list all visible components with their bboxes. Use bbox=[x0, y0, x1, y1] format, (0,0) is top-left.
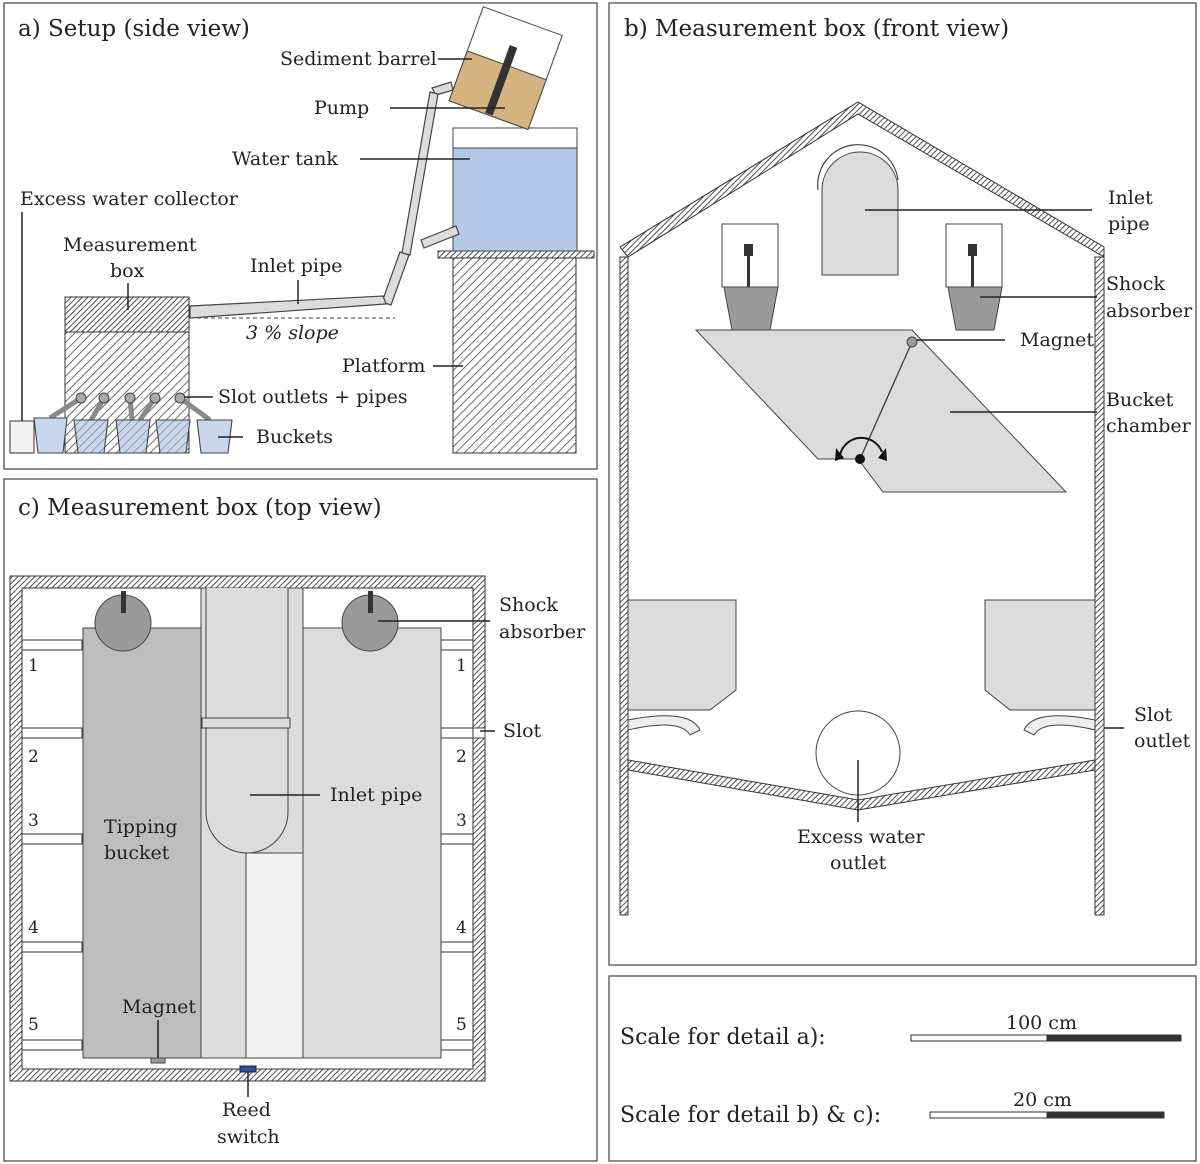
label-b-excess-2: outlet bbox=[830, 852, 887, 874]
label-sediment-barrel: Sediment barrel bbox=[280, 48, 437, 70]
label-b-magnet: Magnet bbox=[1020, 329, 1094, 351]
panel-a: a) Setup (side view) bbox=[3, 2, 598, 470]
label-c-tipping-2: bucket bbox=[104, 842, 170, 864]
magnet-front bbox=[906, 336, 918, 348]
label-measurement-box-1: Measurement bbox=[63, 234, 197, 256]
pump bbox=[485, 45, 518, 116]
pivot bbox=[855, 454, 865, 464]
scale-panel: Scale for detail a): 100 cm Scale for de… bbox=[608, 975, 1197, 1162]
lower-bucket-right bbox=[984, 599, 1096, 736]
scale-bc-bar-white bbox=[929, 1111, 1048, 1119]
label-b-slot-2: outlet bbox=[1134, 730, 1191, 752]
slot-num-right-3: 3 bbox=[456, 811, 467, 831]
label-b-shock-2: absorber bbox=[1106, 300, 1193, 322]
label-b-excess-1: Excess water bbox=[797, 826, 925, 848]
scale-bc-value: 20 cm bbox=[1013, 1089, 1072, 1111]
label-c-magnet: Magnet bbox=[122, 996, 196, 1018]
label-excess-water-collector: Excess water collector bbox=[20, 188, 239, 210]
lower-bucket-left bbox=[627, 599, 737, 736]
label-c-slot: Slot bbox=[503, 720, 542, 742]
panel-b: b) Measurement box (front view) bbox=[608, 2, 1197, 966]
measurement-box-lid bbox=[64, 296, 190, 333]
scale-a-bar-white bbox=[910, 1034, 1048, 1042]
platform-top bbox=[437, 250, 595, 259]
label-c-reed-2: switch bbox=[217, 1126, 280, 1148]
label-b-chamber-1: Bucket bbox=[1106, 389, 1174, 411]
tipping-arrow bbox=[839, 436, 883, 456]
panel-a-title: a) Setup (side view) bbox=[18, 16, 250, 42]
label-b-inlet-2: pipe bbox=[1108, 213, 1150, 235]
label-slot-outlets: Slot outlets + pipes bbox=[218, 386, 408, 408]
label-measurement-box-2: box bbox=[110, 260, 145, 282]
label-b-slot-1: Slot bbox=[1134, 704, 1173, 726]
label-c-inlet-pipe: Inlet pipe bbox=[330, 784, 422, 806]
slot-gap bbox=[472, 727, 486, 739]
scale-bc-label: Scale for detail b) & c): bbox=[620, 1103, 881, 1128]
label-c-reed-1: Reed bbox=[222, 1099, 271, 1121]
reed-switch bbox=[239, 1065, 257, 1073]
slot-num-right-4: 4 bbox=[456, 918, 467, 938]
slot-rails bbox=[21, 639, 474, 1051]
label-b-chamber-2: chamber bbox=[1106, 415, 1192, 437]
sediment-barrel bbox=[448, 6, 563, 131]
label-b-shock-1: Shock bbox=[1106, 273, 1165, 295]
feed-pipe bbox=[189, 81, 460, 319]
slot-num-left-1: 1 bbox=[28, 656, 39, 676]
magnet-top bbox=[150, 1057, 166, 1064]
label-c-shock-1: Shock bbox=[499, 594, 558, 616]
panel-c: c) Measurement box (top view) bbox=[3, 478, 598, 1162]
water-tank-water bbox=[452, 147, 578, 252]
slot-num-right-2: 2 bbox=[456, 747, 467, 767]
label-platform: Platform bbox=[342, 355, 425, 377]
scale-a-label: Scale for detail a): bbox=[620, 1025, 826, 1050]
label-c-shock-2: absorber bbox=[499, 621, 586, 643]
label-slope: 3 % slope bbox=[246, 322, 339, 344]
platform bbox=[452, 257, 577, 454]
right-wall bbox=[1094, 256, 1105, 916]
panel-b-title: b) Measurement box (front view) bbox=[624, 16, 1009, 42]
panel-c-title: c) Measurement box (top view) bbox=[18, 495, 382, 521]
scale-frame bbox=[608, 975, 1197, 1162]
label-b-inlet-1: Inlet bbox=[1108, 187, 1153, 209]
tipping-bucket-left bbox=[82, 627, 202, 1059]
shock-absorber-right bbox=[945, 223, 1003, 331]
label-water-tank: Water tank bbox=[232, 148, 338, 170]
scale-a-bar-black bbox=[1046, 1034, 1182, 1042]
buckets bbox=[9, 417, 233, 454]
slot-num-left-2: 2 bbox=[28, 747, 39, 767]
scale-a-value: 100 cm bbox=[1006, 1012, 1077, 1034]
label-c-tipping-1: Tipping bbox=[104, 816, 178, 838]
slot-num-left-3: 3 bbox=[28, 811, 39, 831]
slot-num-left-5: 5 bbox=[28, 1015, 39, 1035]
excess-water-collector bbox=[9, 420, 35, 454]
scale-bc-bar-black bbox=[1046, 1111, 1165, 1119]
label-pump: Pump bbox=[314, 97, 369, 119]
shock-absorber-left bbox=[721, 223, 779, 331]
slot-num-left-4: 4 bbox=[28, 918, 39, 938]
tipping-bucket-right bbox=[302, 627, 442, 1059]
slot-num-right-1: 1 bbox=[456, 656, 467, 676]
label-buckets: Buckets bbox=[256, 426, 333, 448]
slot-num-right-5: 5 bbox=[456, 1015, 467, 1035]
inlet-pipe-front bbox=[821, 151, 899, 276]
label-inlet-pipe: Inlet pipe bbox=[250, 255, 342, 277]
left-wall bbox=[619, 256, 629, 916]
